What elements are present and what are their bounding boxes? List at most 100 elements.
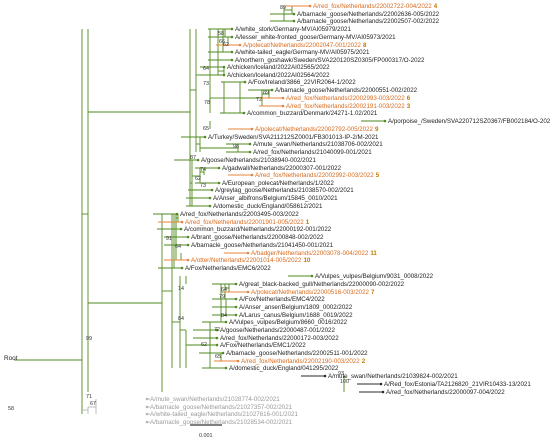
support-value: 62 (201, 342, 207, 348)
tip-label: A/goose/Netherlands/21038940-002/2021 (201, 157, 316, 164)
tip-label: A/red_fox/Netherlands/22000172-003/2022 (220, 335, 339, 342)
support-value: 91 (166, 236, 172, 242)
tip-node (238, 43, 242, 47)
tip-label: A/domestic_duck/England/058612/2021 (213, 203, 323, 210)
sample-number: 8 (363, 42, 367, 49)
support-value: 72 (214, 327, 220, 333)
sample-number: 1 (306, 219, 310, 226)
tip-node (236, 359, 240, 363)
tip-node (248, 142, 252, 146)
tip-label: A/white_stork/Germany-MV/AI05979/2021 (235, 26, 351, 33)
tip-label: A/red_fox/Netherlands/22002191-003/2022 (286, 103, 405, 110)
support-value: 58 (8, 406, 14, 412)
support-value: 99 (86, 336, 92, 342)
tip-node (246, 251, 250, 255)
tip-label: A/chicken/Iceland/2022AI02564/2022 (227, 72, 330, 79)
support-value: 79 (219, 294, 225, 300)
sample-number: 2 (362, 358, 366, 365)
tip-node (179, 227, 183, 231)
tip-node (217, 166, 221, 170)
tip-node (210, 188, 214, 192)
support-value: 73 (200, 183, 206, 189)
tip-node (323, 374, 327, 378)
tip-node (145, 397, 149, 401)
tip-label: A/Turkey/Sweden/SVA211212SZ0001/FB301013… (208, 134, 379, 141)
support-value: 64 (221, 287, 227, 293)
tip-label: A/barnacle_goose/Netherlands/21028534-00… (150, 419, 293, 426)
support-value: 89 (280, 5, 286, 11)
tip-label: A/barnacle_goose/Netherlands/21027357-00… (150, 404, 293, 411)
sample-number: 6 (407, 95, 411, 102)
support-values: 8958666264737889726596877462739164149984… (8, 5, 349, 412)
tip-node (379, 382, 383, 386)
tip-node (234, 297, 238, 301)
sample-number: 5 (376, 172, 380, 179)
tip-node (203, 135, 207, 139)
tip-node (222, 65, 226, 69)
tip-label: A/barnacle_goose/Netherlands/22000551-00… (275, 87, 418, 94)
tip-node (308, 4, 312, 8)
tip-label: A/greylag_goose/Netherlands/21038570-002… (215, 187, 354, 194)
support-value: 62 (223, 42, 229, 48)
support-value: 100 (340, 379, 349, 385)
tip-label: A/barnacle_goose/Netherlands/22002507-00… (297, 18, 440, 25)
sample-number: 4 (434, 3, 438, 10)
support-value: 73 (203, 81, 209, 87)
tip-label: A/chicken/Iceland/2022AI02565/2022 (227, 64, 330, 71)
tip-node (221, 351, 225, 355)
support-value: 62 (195, 176, 201, 182)
support-value: 14 (178, 286, 184, 292)
tip-label: A/red_fox/Netherlands/22002722-004/2022 (313, 3, 432, 10)
support-value: 65 (215, 354, 221, 360)
tip-node (186, 243, 190, 247)
tree-branches (14, 4, 387, 424)
tip-label: A/Anser_anser/Belgium/1809_0002/2022 (239, 304, 353, 311)
tip-label: A/Anser_albifrons/Belgium/15845_0010/202… (213, 195, 338, 202)
tip-label: A/barnacle_goose/Netherlands/22002636-00… (297, 11, 440, 18)
tip-node (145, 412, 149, 416)
tip-label: A/lesser_white-fronted_goose/Germany-MV/… (235, 34, 396, 41)
support-value: 64 (203, 66, 209, 72)
tip-label: A/mute_swan/Netherlands/21028774-002/202… (150, 396, 280, 403)
tip-label: A/red_fox/Netherlands/21040099-001/2021 (253, 149, 372, 156)
tip-label: A/porpoise_/Sweden/SVA220712SZ0367/FB002… (388, 118, 550, 125)
tip-node (196, 158, 200, 162)
tip-label: A/barnacle_goose/Netherlands/21041450-00… (191, 242, 334, 249)
tip-node (145, 420, 149, 424)
tip-node (175, 212, 179, 216)
scale-bar-label: 0.001 (199, 433, 213, 439)
tip-label: A/Larus_canus/Belgium/1688_0019/2022 (239, 312, 353, 319)
tip-label: A/Vulpes_vulpes/Belgium/8660_0016/2022 (229, 319, 348, 326)
tip-node (292, 19, 296, 23)
tip-node (292, 12, 296, 16)
tip-node (230, 50, 234, 54)
support-value: 58 (218, 31, 224, 37)
tip-label: A/polecat/Netherlands/22002047-001/2022 (243, 42, 362, 49)
tip-label: A/common_buzzard/Denmark/24271-1.02/2021 (247, 110, 378, 117)
tip-node (310, 274, 314, 278)
sample-number: 11 (370, 250, 377, 257)
tip-node (243, 80, 247, 84)
tip-node (242, 111, 246, 115)
support-value: 93 (338, 371, 344, 377)
support-value: 66 (219, 39, 225, 45)
tip-label: A/European_polecat/Netherlands/1/2022 (222, 180, 334, 187)
tip-label: A/red_fox/Netherlands/22001901-005/2022 (185, 219, 304, 226)
tip-label: A/white-tailed_eagle/Germany-MV/AI05975/… (235, 49, 370, 56)
root-label: Root (4, 355, 18, 362)
support-value: 64 (175, 244, 181, 250)
support-value: 72 (256, 97, 262, 103)
tip-node (145, 405, 149, 409)
tip-node (281, 104, 285, 108)
support-value: 65 (203, 126, 209, 132)
sample-number: 9 (375, 126, 379, 133)
tip-node (217, 181, 221, 185)
tip-label: A/Fox/Ireland/3866_22VIR2064-1/2022 (248, 79, 356, 86)
tip-label: A/Fox/Netherlands/EMC1/2022 (220, 342, 306, 349)
tip-label: A/red_fox/Netherlands/22000097-004/2022 (386, 389, 505, 396)
tip-node (270, 88, 274, 92)
tip-label: A/common_buzzard/Netherlands/22000192-00… (184, 226, 332, 233)
tip-label: A/white-tailed_eagle/Netherlands/2102761… (150, 411, 298, 418)
tip-label: A/domestic_duck/England/041295/2022 (229, 365, 339, 372)
tip-node (248, 150, 252, 154)
